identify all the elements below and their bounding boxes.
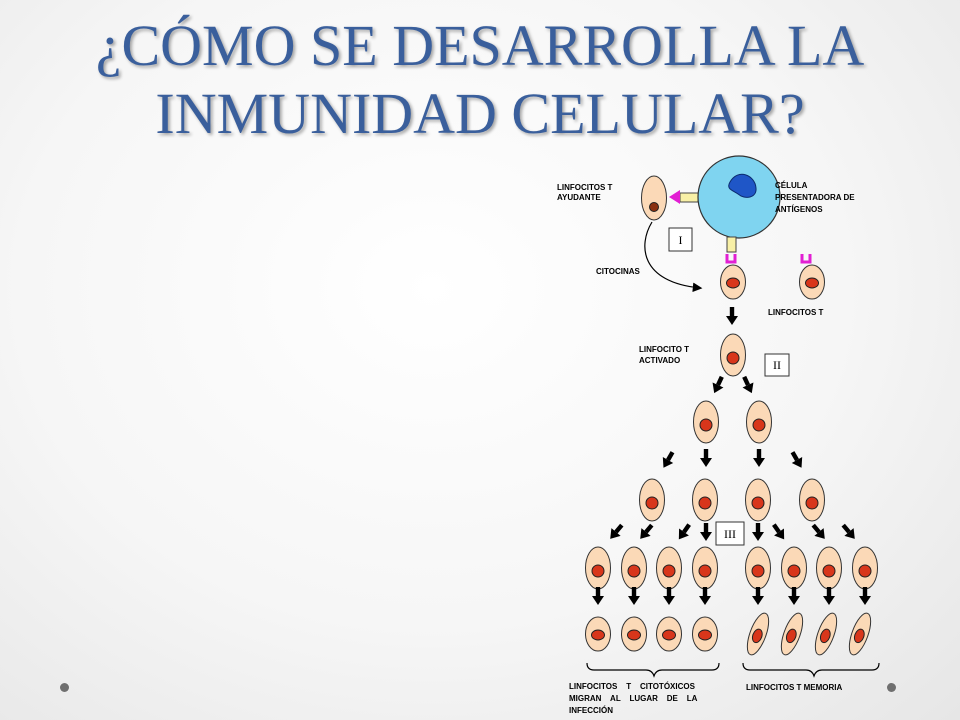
receptor-icon (800, 252, 812, 264)
slide-bullet-right (887, 683, 896, 692)
t-cell (746, 400, 772, 444)
cytotoxic-t-cell (692, 616, 718, 652)
t-cell (656, 546, 682, 590)
activated-t-label: LINFOCITO T ACTIVADO (639, 345, 689, 365)
t-cell (799, 264, 825, 300)
cytotoxic-label: LINFOCITOS T CITOTÓXICOS MIGRAN AL LUGAR… (569, 682, 698, 715)
t-cell (720, 264, 746, 300)
svg-text:MIGRAN AL LUGAR DE: MIGRAN AL LUGAR DE LA (569, 694, 698, 703)
antigen-presenting-cell (697, 155, 781, 239)
arrow-down-icon (699, 587, 711, 605)
arrow-down-icon (700, 449, 712, 467)
svg-text:LINFOCITOS T CITOTÓXICOS: LINFOCITOS T CITOTÓXICOS (569, 682, 696, 691)
svg-text:I: I (679, 233, 683, 247)
memory-t-cell (776, 610, 808, 658)
svg-text:PRESENTADORA DE: PRESENTADORA DE (775, 193, 855, 202)
arrow-down-icon (859, 587, 871, 605)
arrow-down-icon (787, 449, 807, 471)
stage-i-box: I (668, 227, 693, 252)
cytotoxic-t-cell (621, 616, 647, 652)
t-cell (816, 546, 842, 590)
t-cell (852, 546, 878, 590)
t-cell (585, 546, 611, 590)
t-cell (799, 478, 825, 522)
cytokine-arrow (644, 221, 703, 293)
apc-label: CÉLULA PRESENTADORA DE ANTÍGENOS (775, 181, 855, 214)
svg-text:LINFOCITOS T: LINFOCITOS T (557, 183, 613, 192)
slide-title: ¿CÓMO SE DESARROLLA LA INMUNIDAD CELULAR… (0, 12, 960, 148)
helper-t-cell (641, 175, 667, 221)
arrow-down-icon (738, 374, 758, 396)
t-cell (692, 546, 718, 590)
t-cell (692, 478, 718, 522)
t-cell (693, 400, 719, 444)
arrow-down-icon (752, 587, 764, 605)
t-cell (781, 546, 807, 590)
arrow-down-icon (726, 307, 738, 325)
svg-text:III: III (724, 527, 736, 541)
slide-bullet-left (60, 683, 69, 692)
activated-t-cell (720, 333, 746, 377)
arrow-down-icon (605, 521, 627, 543)
t-cell (745, 546, 771, 590)
receptor-icon (725, 252, 737, 264)
svg-text:ANTÍGENOS: ANTÍGENOS (775, 205, 823, 214)
arrow-down-icon (628, 587, 640, 605)
cytotoxic-t-cell (656, 616, 682, 652)
t-cell (639, 478, 665, 522)
t-cell (621, 546, 647, 590)
t-cells-label: LINFOCITOS T (768, 308, 824, 317)
cytokines-label: CITOCINAS (596, 267, 641, 276)
arrow-down-icon (663, 587, 675, 605)
arrow-down-icon (753, 449, 765, 467)
svg-text:AYUDANTE: AYUDANTE (557, 193, 601, 202)
arrow-down-icon (592, 587, 604, 605)
t-cell (745, 478, 771, 522)
svg-text:ACTIVADO: ACTIVADO (639, 356, 680, 365)
memory-t-cell (742, 610, 774, 658)
helper-t-label: LINFOCITOS T AYUDANTE (557, 183, 613, 202)
svg-text:CÉLULA: CÉLULA (775, 181, 808, 190)
svg-text:LINFOCITO T: LINFOCITO T (639, 345, 689, 354)
memory-t-cell (844, 610, 876, 658)
helper-apc-contact (669, 190, 699, 204)
arrow-down-icon (838, 521, 860, 543)
cytotoxic-brace (586, 662, 720, 678)
arrow-down-icon (823, 587, 835, 605)
svg-text:INFECCIÓN: INFECCIÓN (569, 706, 613, 715)
svg-text:II: II (773, 358, 781, 372)
arrow-down-icon (808, 521, 830, 543)
arrow-down-icon (768, 521, 790, 543)
arrow-down-icon (700, 523, 712, 541)
cytotoxic-t-cell (585, 616, 611, 652)
arrow-down-icon (708, 374, 728, 396)
memory-label: LINFOCITOS T MEMORIA (746, 683, 843, 692)
memory-brace (742, 662, 880, 678)
apc-stalk (726, 236, 737, 253)
memory-t-cell (810, 610, 842, 658)
stage-iii-box: III (715, 521, 745, 546)
arrow-down-icon (788, 587, 800, 605)
arrow-down-icon (673, 521, 695, 543)
arrow-down-icon (635, 521, 657, 543)
arrow-down-icon (752, 523, 764, 541)
arrow-down-icon (658, 449, 678, 471)
stage-ii-box: II (764, 353, 790, 377)
title-line-2: INMUNIDAD CELULAR? (155, 81, 805, 146)
title-line-1: ¿CÓMO SE DESARROLLA LA (95, 13, 865, 78)
